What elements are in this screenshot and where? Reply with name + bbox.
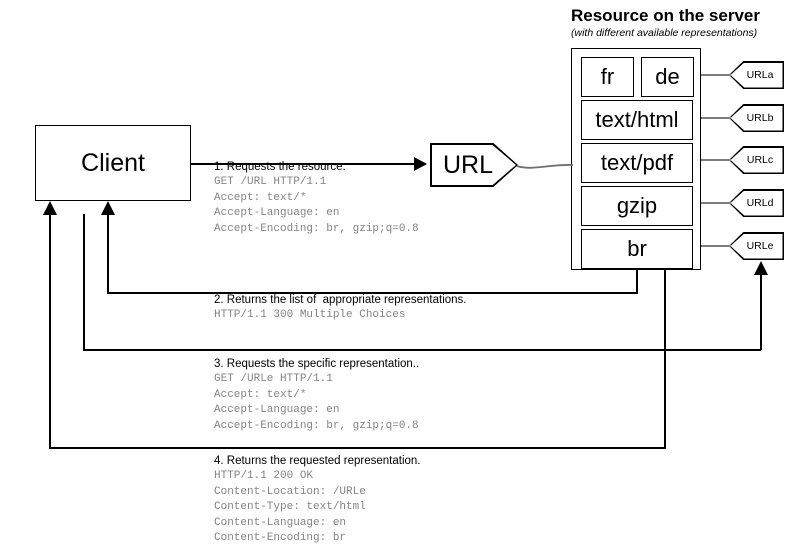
representation-label: fr	[600, 64, 615, 89]
step-4-line-5: Content-Encoding: br	[214, 532, 347, 544]
step-4-text: 4. Returns the requested representation.…	[214, 454, 421, 547]
arrowhead-step1	[414, 157, 427, 171]
flow-line-step4-b	[49, 447, 666, 449]
url-chip-label: URLa	[746, 69, 774, 81]
step-1-title: 1. Requests the resource.	[214, 161, 346, 173]
step-3-line-2: Accept: text/*	[214, 388, 307, 401]
representation-text-html[interactable]: text/html	[581, 100, 693, 140]
step-3-text: 3. Requests the specific representation.…	[214, 357, 419, 434]
arrowhead-step2	[101, 201, 115, 215]
flow-line-step1	[191, 163, 416, 165]
flow-line-step3-b	[83, 349, 761, 351]
connector-url-to-server	[516, 164, 574, 169]
connector-rep-urlb	[701, 117, 731, 119]
representation-de[interactable]: de	[641, 57, 694, 97]
url-node[interactable]: URL	[430, 143, 518, 187]
flow-line-step3-a	[83, 214, 85, 351]
step-4-line-3: Content-Type: text/html	[214, 501, 366, 513]
step-4-line-2: Content-Location: /URLe	[214, 485, 366, 498]
step-1-line-4: Accept-Encoding: br, gzip;q=0.8	[214, 222, 419, 235]
step-3-title: 3. Requests the specific representation.…	[214, 358, 420, 370]
step-4-line-4: Content-Language: en	[214, 516, 347, 529]
url-chip-label: URLd	[746, 197, 774, 209]
url-chip-urla[interactable]: URLa	[729, 61, 784, 89]
representation-label: text/html	[595, 107, 679, 132]
representation-label: br	[627, 236, 647, 261]
step-2-line-1: HTTP/1.1 300 Multiple Choices	[214, 309, 406, 321]
server-subtitle: (with different available representation…	[571, 27, 758, 39]
url-chip-urlb[interactable]: URLb	[729, 104, 784, 132]
server-title: Resource on the server	[571, 6, 760, 25]
url-node-label: URL	[442, 150, 493, 179]
connector-rep-urlc	[701, 159, 731, 161]
connector-rep-urla	[701, 74, 731, 76]
step-3-line-1: GET /URLe HTTP/1.1	[214, 373, 333, 385]
url-chip-urlc[interactable]: URLc	[729, 146, 784, 174]
url-chip-urle[interactable]: URLe	[729, 232, 784, 260]
server-box: fr de text/html text/pdf gzip br	[571, 48, 701, 270]
flow-line-step2-a	[636, 270, 638, 294]
flow-line-step4-a	[664, 270, 666, 448]
url-chip-label: URLc	[746, 154, 774, 166]
step-3-line-3: Accept-Language: en	[214, 404, 340, 416]
client-box[interactable]: Client	[35, 125, 191, 201]
flow-line-step2-c	[107, 214, 109, 294]
step-1-text: 1. Requests the resource. GET /URL HTTP/…	[214, 160, 419, 237]
arrowhead-step4	[43, 201, 57, 215]
connector-rep-urle	[701, 245, 731, 247]
representation-text-pdf[interactable]: text/pdf	[581, 143, 693, 183]
url-chip-urld[interactable]: URLd	[729, 189, 784, 217]
representation-fr[interactable]: fr	[581, 57, 634, 97]
representation-gzip[interactable]: gzip	[581, 186, 693, 226]
client-label: Client	[81, 148, 145, 177]
step-2-text: 2. Returns the list of appropriate repre…	[214, 293, 467, 324]
flow-line-step4-c	[49, 214, 51, 448]
url-chip-label: URLb	[746, 112, 774, 124]
connector-rep-urld	[701, 202, 731, 204]
step-2-title: 2. Returns the list of appropriate repre…	[214, 294, 467, 306]
representation-br[interactable]: br	[581, 229, 693, 269]
step-4-line-1: HTTP/1.1 200 OK	[214, 470, 314, 482]
step-4-title: 4. Returns the requested representation.	[214, 455, 421, 467]
flow-line-step3-c	[760, 274, 762, 350]
representation-label: gzip	[616, 193, 658, 218]
step-1-line-2: Accept: text/*	[214, 191, 307, 204]
step-3-line-4: Accept-Encoding: br, gzip;q=0.8	[214, 419, 419, 432]
arrowhead-step3	[754, 261, 768, 275]
url-chip-label: URLe	[746, 240, 774, 252]
flow-line-step2-b	[107, 292, 638, 294]
representation-label: text/pdf	[600, 150, 674, 175]
representation-label: de	[655, 64, 680, 89]
step-1-line-3: Accept-Language: en	[214, 207, 340, 219]
step-1-line-1: GET /URL HTTP/1.1	[214, 176, 327, 188]
